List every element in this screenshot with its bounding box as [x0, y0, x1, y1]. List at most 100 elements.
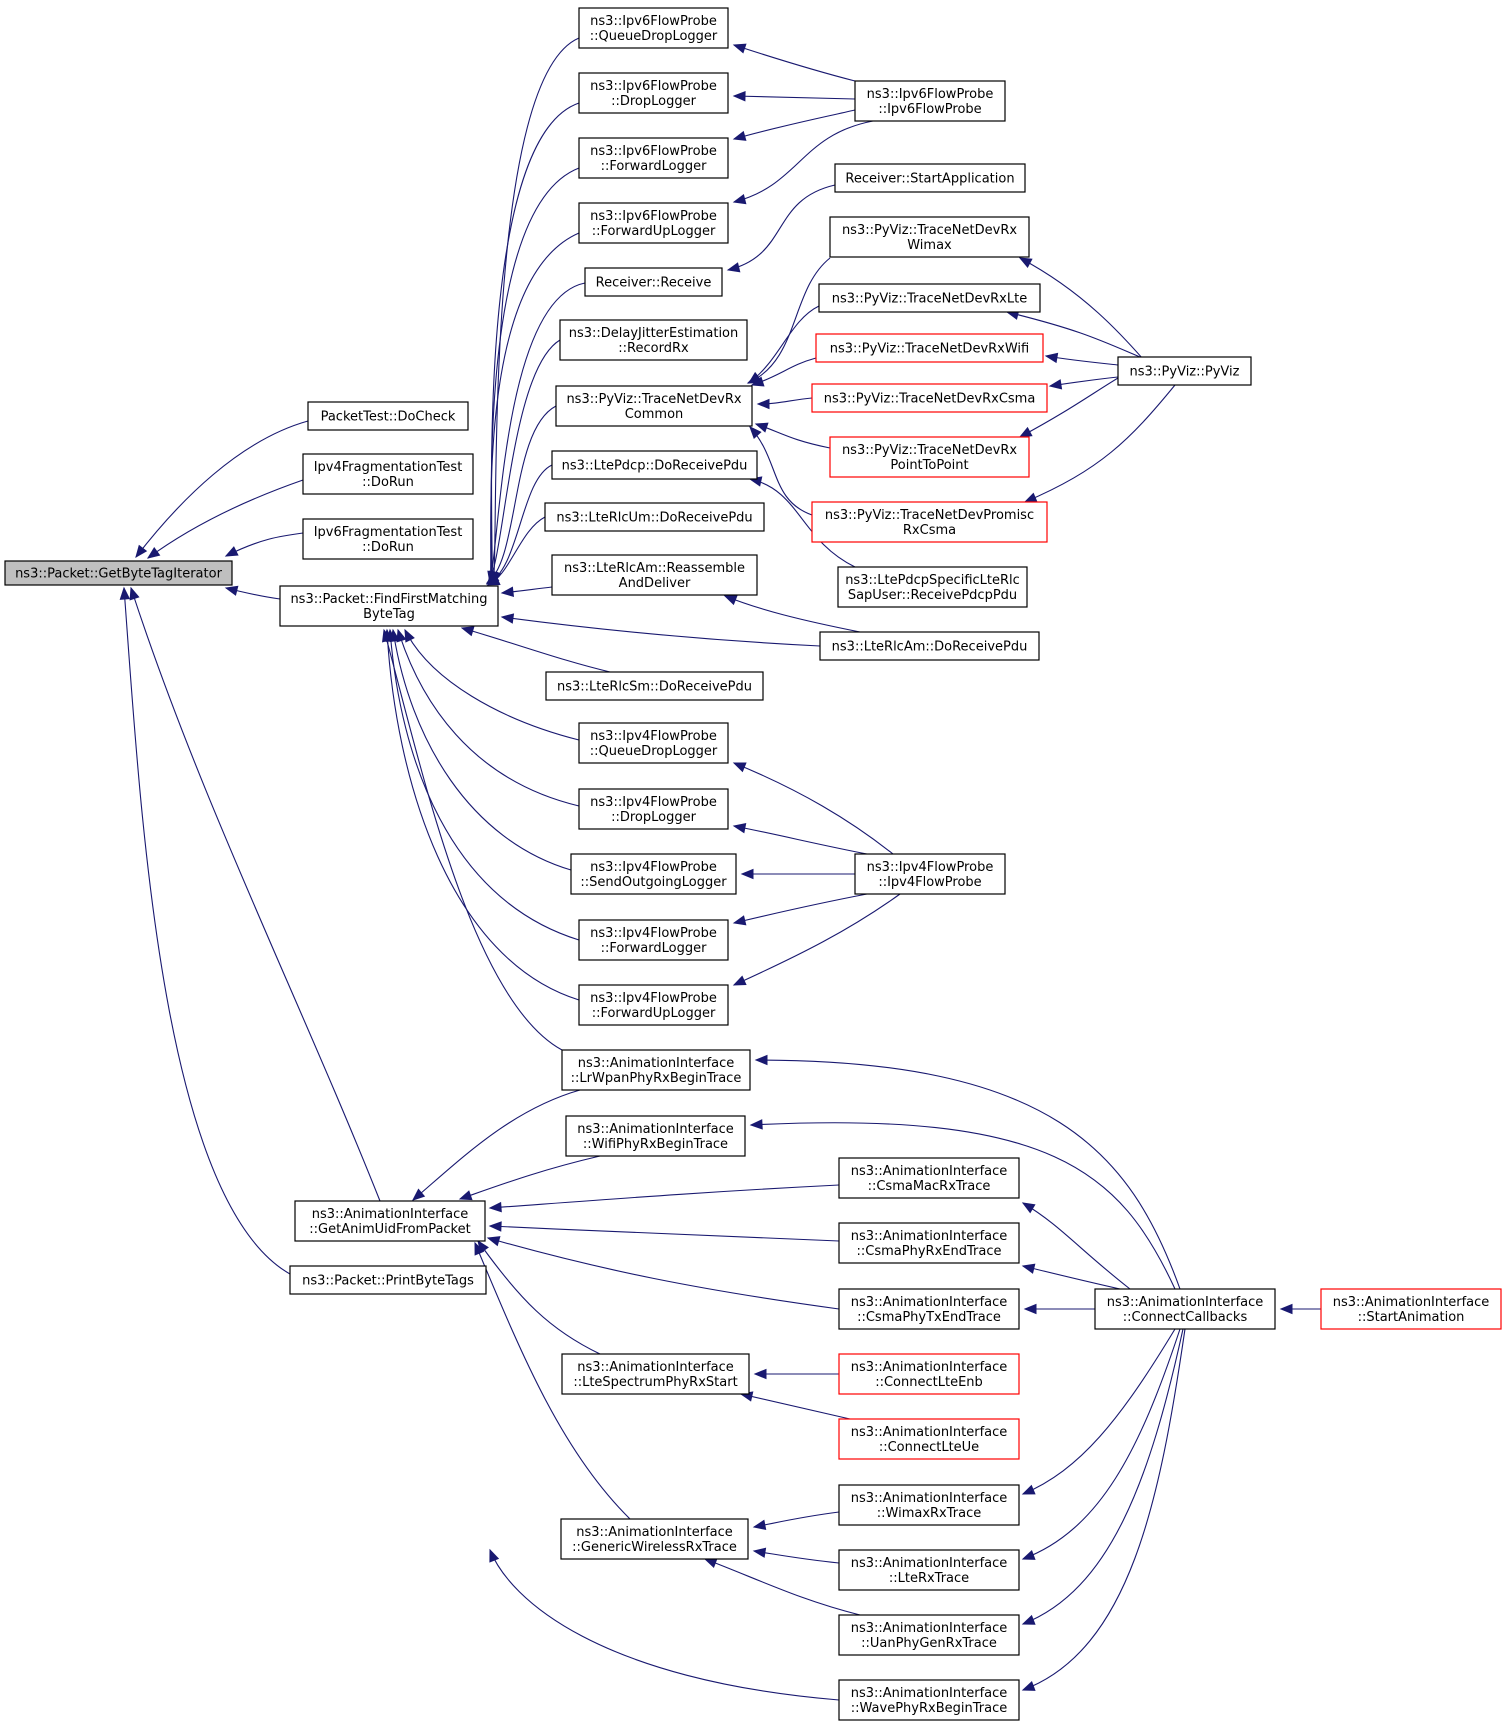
node-label: ::StartAnimation: [1358, 1310, 1465, 1325]
edge-clteue-to-ltesprx: [739, 1391, 851, 1420]
node-ltepdcpsap[interactable]: ns3::LtePdcpSpecificLteRlcSapUser::Recei…: [837, 566, 1028, 608]
node-label: ::ForwardUpLogger: [592, 1006, 716, 1021]
node-label: ns3::Ipv6FlowProbe: [867, 87, 994, 102]
node-ipv6frag[interactable]: Ipv6FragmentationTest::DoRun: [302, 518, 474, 560]
node-lrw[interactable]: ns3::AnimationInterface::LrWpanPhyRxBegi…: [561, 1049, 751, 1091]
node-sa[interactable]: ns3::AnimationInterface::StartAnimation: [1320, 1288, 1502, 1330]
node-clteue[interactable]: ns3::AnimationInterface::ConnectLteUe: [838, 1418, 1020, 1460]
node-label: ns3::PyViz::PyViz: [1130, 365, 1240, 380]
edge-ltesprx-to-gau: [477, 1239, 601, 1355]
node-rr[interactable]: Receiver::Receive: [584, 267, 723, 297]
node-ipv4frag[interactable]: Ipv4FragmentationTest::DoRun: [302, 453, 474, 495]
node-v6fl[interactable]: ns3::Ipv6FlowProbe::ForwardLogger: [578, 137, 729, 179]
edge-cc-to-lterx: [1021, 1328, 1181, 1560]
node-csmamac[interactable]: ns3::AnimationInterface::CsmaMacRxTrace: [838, 1157, 1020, 1199]
edge-ipv4frag-to-root: [146, 479, 304, 559]
edge-pyviz-to-tndwifi: [1044, 352, 1119, 366]
node-wimaxrx[interactable]: ns3::AnimationInterface::WimaxRxTrace: [838, 1484, 1020, 1526]
node-label: ns3::AnimationInterface: [851, 1556, 1008, 1571]
node-root[interactable]: ns3::Packet::GetByteTagIterator: [4, 560, 233, 586]
node-ltesm[interactable]: ns3::LteRlcSm::DoReceivePdu: [545, 671, 764, 701]
node-label: ::RecordRx: [618, 341, 689, 356]
node-label: ::LteRxTrace: [889, 1571, 969, 1586]
node-cc[interactable]: ns3::AnimationInterface::ConnectCallback…: [1094, 1288, 1276, 1330]
edge-cc-to-waverx: [1021, 1328, 1186, 1691]
node-v4ful[interactable]: ns3::Ipv4FlowProbe::ForwardUpLogger: [578, 984, 729, 1026]
node-v6dl[interactable]: ns3::Ipv6FlowProbe::DropLogger: [578, 72, 729, 114]
edge-v4fp-to-v4fl: [732, 893, 868, 926]
node-pbt[interactable]: ns3::Packet::PrintByteTags: [289, 1265, 487, 1295]
node-label: ::SendOutgoingLogger: [580, 875, 727, 890]
node-label: ns3::AnimationInterface: [851, 1360, 1008, 1375]
node-label: ::WimaxRxTrace: [877, 1506, 981, 1521]
node-label: ns3::AnimationInterface: [1107, 1295, 1264, 1310]
node-v6ful[interactable]: ns3::Ipv6FlowProbe::ForwardUpLogger: [578, 202, 729, 244]
node-label: ::UanPhyGenRxTrace: [861, 1636, 997, 1651]
node-uanrx[interactable]: ns3::AnimationInterface::UanPhyGenRxTrac…: [838, 1614, 1020, 1656]
edge-wimaxrx-to-gwrx: [752, 1511, 840, 1530]
node-label: ::DoRun: [362, 475, 414, 490]
node-waverx[interactable]: ns3::AnimationInterface::WavePhyRxBeginT…: [838, 1679, 1020, 1721]
node-tndwifi[interactable]: ns3::PyViz::TraceNetDevRxWifi: [815, 333, 1044, 363]
node-v6fp[interactable]: ns3::Ipv6FlowProbe::Ipv6FlowProbe: [854, 80, 1006, 122]
node-gau[interactable]: ns3::AnimationInterface::GetAnimUidFromP…: [294, 1200, 486, 1242]
node-v6qdl[interactable]: ns3::Ipv6FlowProbe::QueueDropLogger: [578, 7, 729, 49]
node-csmarxend[interactable]: ns3::AnimationInterface::CsmaPhyRxEndTra…: [838, 1222, 1020, 1264]
node-v4fp[interactable]: ns3::Ipv4FlowProbe::Ipv4FlowProbe: [854, 853, 1006, 895]
node-label: ns3::Ipv4FlowProbe: [867, 860, 994, 875]
node-lteamrx[interactable]: ns3::LteRlcAm::DoReceivePdu: [819, 631, 1040, 661]
node-gwrx[interactable]: ns3::AnimationInterface::GenericWireless…: [560, 1518, 749, 1560]
node-label: ns3::AnimationInterface: [851, 1425, 1008, 1440]
node-label: Receiver::StartApplication: [845, 172, 1014, 187]
node-v4sol[interactable]: ns3::Ipv4FlowProbe::SendOutgoingLogger: [570, 853, 737, 895]
node-label: ns3::AnimationInterface: [1333, 1295, 1490, 1310]
node-v4dl[interactable]: ns3::Ipv4FlowProbe::DropLogger: [578, 788, 729, 830]
node-tndcsma[interactable]: ns3::PyViz::TraceNetDevRxCsma: [811, 383, 1048, 413]
edge-v6fp-to-v6qdl: [732, 43, 856, 82]
node-label: ns3::DelayJitterEstimation: [569, 326, 739, 341]
node-label: ::GetAnimUidFromPacket: [309, 1222, 470, 1237]
node-label: PointToPoint: [890, 458, 968, 473]
node-label: ns3::Ipv6FlowProbe: [590, 14, 717, 29]
node-label: ns3::AnimationInterface: [851, 1686, 1008, 1701]
node-label: ns3::AnimationInterface: [577, 1360, 734, 1375]
node-label: ::Ipv6FlowProbe: [878, 102, 981, 117]
node-label: ns3::PyViz::TraceNetDevRxLte: [832, 292, 1027, 307]
edge-v4fp-to-v4dl: [732, 823, 868, 855]
node-label: ns3::PyViz::TraceNetDevRxCsma: [824, 392, 1036, 407]
node-dje[interactable]: ns3::DelayJitterEstimation::RecordRx: [559, 319, 748, 361]
node-pt[interactable]: PacketTest::DoCheck: [307, 401, 469, 431]
edges-layer: [119, 37, 1321, 1701]
node-pyviz[interactable]: ns3::PyViz::PyViz: [1117, 356, 1252, 386]
node-label: ::ConnectCallbacks: [1123, 1310, 1248, 1325]
node-rsa[interactable]: Receiver::StartApplication: [834, 163, 1026, 193]
node-label: ::GenericWirelessRxTrace: [572, 1540, 737, 1555]
edge-cltenb-to-ltesprx: [753, 1368, 839, 1380]
edge-lteamra-to-ffm: [500, 586, 553, 597]
node-tndlte[interactable]: ns3::PyViz::TraceNetDevRxLte: [818, 283, 1041, 313]
node-ltepdcp[interactable]: ns3::LtePdcp::DoReceivePdu: [551, 450, 758, 480]
node-ltesprx[interactable]: ns3::AnimationInterface::LteSpectrumPhyR…: [561, 1353, 750, 1395]
node-label: RxCsma: [903, 523, 956, 538]
node-v4qdl[interactable]: ns3::Ipv4FlowProbe::QueueDropLogger: [578, 722, 729, 764]
node-ltermum[interactable]: ns3::LteRlcUm::DoReceivePdu: [544, 502, 765, 532]
node-wifirx[interactable]: ns3::AnimationInterface::WifiPhyRxBeginT…: [565, 1115, 746, 1157]
node-csmatxend[interactable]: ns3::AnimationInterface::CsmaPhyTxEndTra…: [838, 1288, 1020, 1330]
node-label: ns3::Ipv4FlowProbe: [590, 926, 717, 941]
node-cltenb[interactable]: ns3::AnimationInterface::ConnectLteEnb: [838, 1353, 1020, 1395]
node-v4fl[interactable]: ns3::Ipv4FlowProbe::ForwardLogger: [578, 919, 729, 961]
edge-cc-to-wifirx: [749, 1119, 1176, 1290]
node-label: ns3::LteRlcUm::DoReceivePdu: [556, 511, 752, 526]
node-label: ::LteSpectrumPhyRxStart: [573, 1375, 737, 1390]
edge-cc-to-lrw: [754, 1054, 1181, 1290]
edge-v4fp-to-v4qdl: [732, 762, 894, 855]
node-lterx[interactable]: ns3::AnimationInterface::LteRxTrace: [838, 1549, 1020, 1591]
node-label: ns3::AnimationInterface: [851, 1491, 1008, 1506]
